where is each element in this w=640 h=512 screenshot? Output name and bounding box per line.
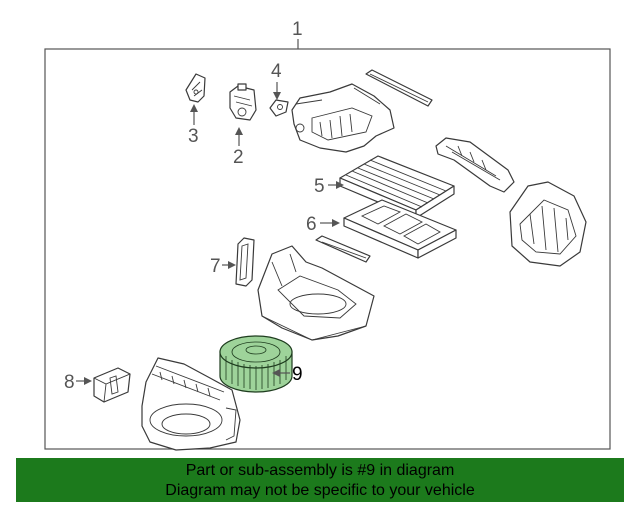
lower-strip — [315, 235, 371, 263]
part-6-filter-frame[interactable] — [343, 199, 457, 259]
callout-5: 5 — [314, 176, 344, 197]
callout-9-label: 9 — [292, 364, 303, 385]
callout-3-label: 3 — [188, 126, 199, 147]
callout-1-label: 1 — [292, 19, 303, 40]
upper-housing — [291, 83, 395, 153]
callout-1: 1 — [292, 19, 303, 49]
callout-5-label: 5 — [314, 176, 325, 197]
callout-8: 8 — [64, 372, 92, 393]
info-banner: Part or sub-assembly is #9 in diagram Di… — [16, 458, 624, 502]
seal-strip — [365, 69, 433, 107]
callout-4: 4 — [271, 61, 282, 100]
callout-7-label: 7 — [210, 256, 221, 277]
callout-4-label: 4 — [271, 61, 282, 82]
blower-lower-case — [141, 357, 241, 451]
callout-9: 9 — [272, 364, 303, 385]
parts-diagram: 1 3 2 4 — [44, 19, 611, 451]
part-4-clip[interactable] — [269, 99, 289, 117]
banner-line-1: Part or sub-assembly is #9 in diagram — [185, 462, 455, 479]
part-2-actuator[interactable] — [229, 83, 257, 121]
part-8-resistor[interactable] — [93, 367, 131, 403]
callout-8-label: 8 — [64, 372, 75, 393]
part-3-bracket[interactable] — [185, 73, 206, 103]
callout-6: 6 — [306, 214, 340, 235]
callout-3: 3 — [188, 104, 199, 147]
callout-7: 7 — [210, 256, 236, 277]
right-unit — [509, 181, 587, 267]
blower-upper-case — [257, 245, 375, 341]
callout-6-label: 6 — [306, 214, 317, 235]
banner-line-2: Diagram may not be specific to your vehi… — [165, 482, 475, 499]
right-duct — [435, 137, 515, 193]
part-7-gasket[interactable] — [235, 237, 255, 287]
part-9-blower-motor[interactable] — [219, 335, 293, 393]
callout-2: 2 — [233, 127, 244, 168]
callout-2-label: 2 — [233, 147, 244, 168]
